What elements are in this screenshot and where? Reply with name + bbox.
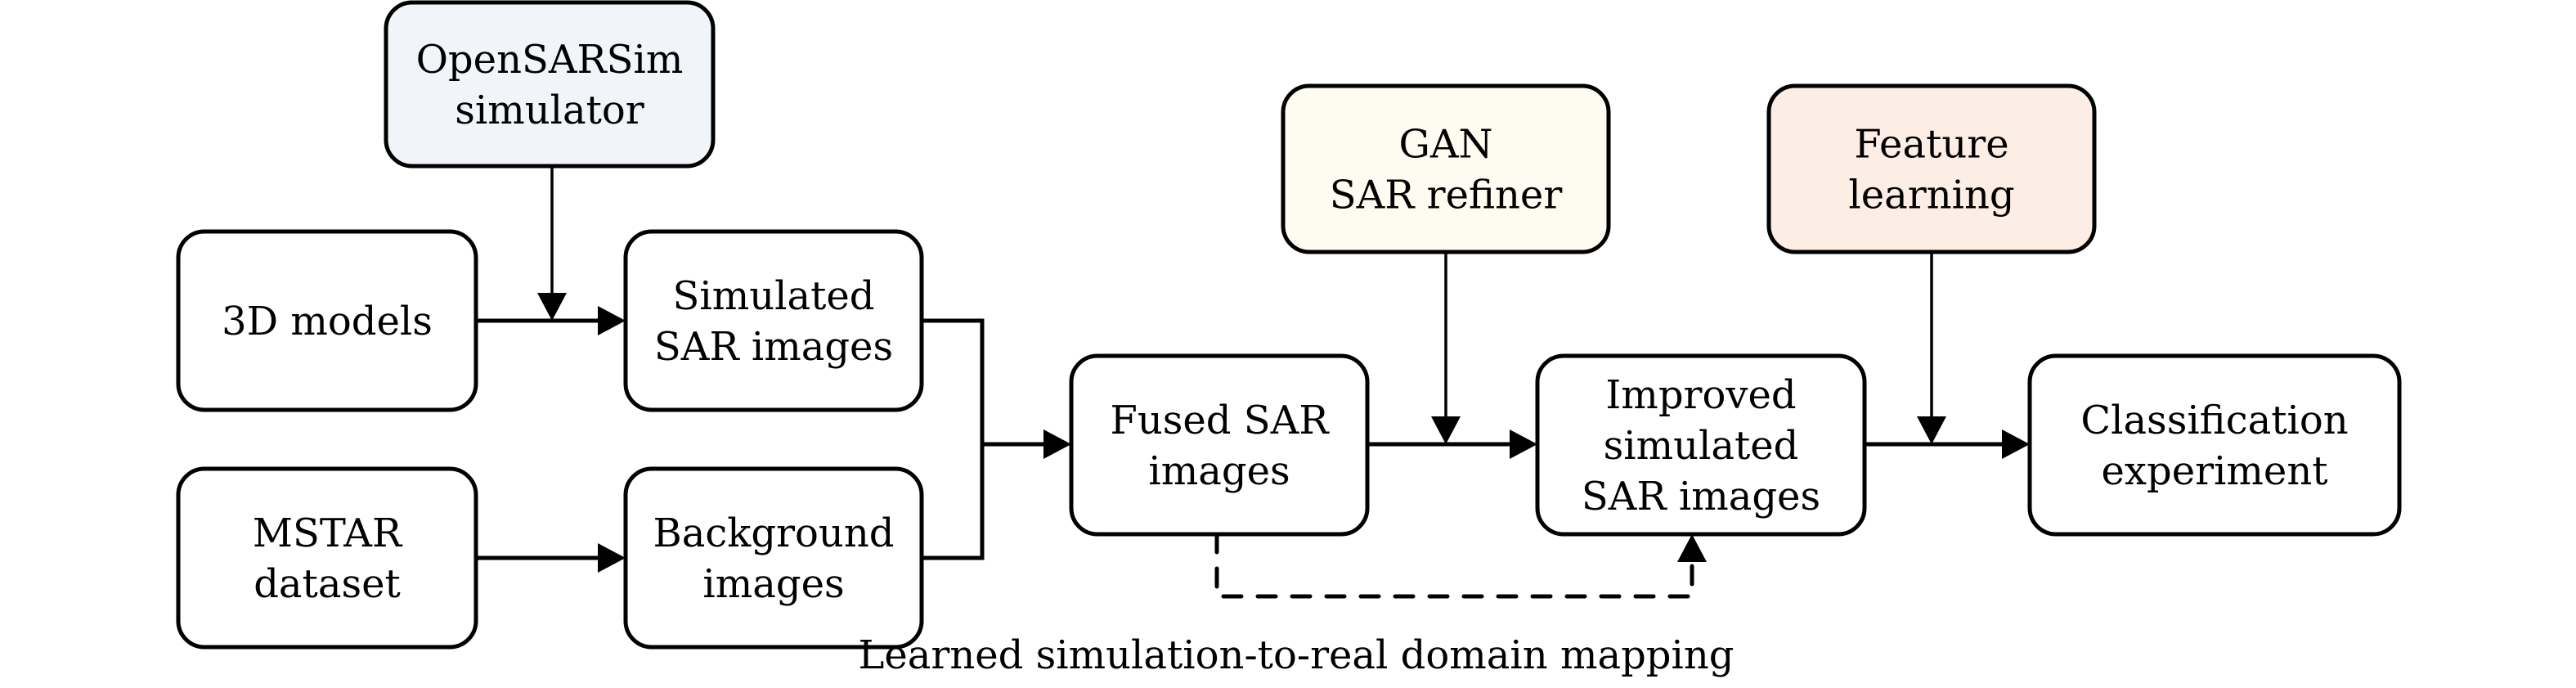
node-box: [176, 466, 478, 650]
node-label-line: SAR images: [1582, 474, 1820, 519]
arrowhead-up-icon: [1677, 534, 1707, 562]
node-label-line: SAR images: [654, 324, 893, 370]
domain-mapping-caption: Learned simulation-to-real domain mappin…: [858, 632, 1734, 678]
arrowhead-right-icon: [598, 543, 626, 573]
node-label-line: MSTAR: [253, 510, 403, 556]
node-feature: Feature learning: [1766, 83, 2097, 254]
node-label-line: 3D models: [222, 299, 433, 344]
arrowhead-down-icon: [537, 293, 567, 321]
node-box: [1766, 83, 2097, 254]
arrowhead-right-icon: [2002, 429, 2030, 459]
node-label-line: Background: [653, 510, 895, 556]
node-gan: GAN SAR refiner: [1281, 83, 1611, 254]
node-label-line: dataset: [254, 561, 401, 607]
node-box: [1535, 353, 1867, 537]
node-box: [1069, 353, 1370, 537]
node-box: [384, 0, 716, 169]
node-label-line: learning: [1848, 173, 2014, 218]
node-label-line: Classification: [2080, 398, 2348, 443]
node-classification: Classification experiment: [2027, 353, 2402, 537]
arrowhead-right-icon: [598, 306, 626, 335]
node-label-line: SAR refiner: [1330, 173, 1563, 218]
node-label-line: Feature: [1854, 122, 2008, 168]
node-box: [176, 229, 478, 412]
edge-domain-mapping-dashed: [1214, 532, 1694, 599]
node-box: [1281, 83, 1611, 254]
node-box: [623, 466, 924, 650]
node-label-line: GAN: [1398, 122, 1492, 168]
node-background: Background images: [623, 466, 924, 650]
arrowhead-right-icon: [1043, 429, 1071, 459]
node-label-line: experiment: [2101, 448, 2327, 494]
arrowhead-right-icon: [1510, 429, 1537, 459]
edges-layer: [476, 166, 2030, 599]
node-label-line: Simulated: [672, 273, 874, 319]
node-box: [2027, 353, 2402, 537]
arrowhead-down-icon: [1431, 416, 1461, 444]
node-label-line: images: [1148, 448, 1290, 494]
node-label-line: Improved: [1605, 372, 1796, 418]
node-label-line: images: [702, 561, 844, 607]
node-label-line: OpenSARSim: [416, 37, 684, 83]
node-mstar: MSTAR dataset: [176, 466, 478, 650]
node-opensarsim: OpenSARSim simulator: [384, 0, 716, 169]
node-label-line: Fused SAR: [1111, 398, 1331, 443]
edge-merge-bracket: [922, 318, 985, 560]
node-fused: Fused SAR images: [1069, 353, 1370, 537]
arrowhead-down-icon: [1917, 416, 1946, 444]
node-box: [623, 229, 924, 412]
node-models3d: 3D models: [176, 229, 478, 412]
node-label-line: simulated: [1604, 423, 1799, 469]
node-label-line: simulator: [455, 88, 644, 133]
